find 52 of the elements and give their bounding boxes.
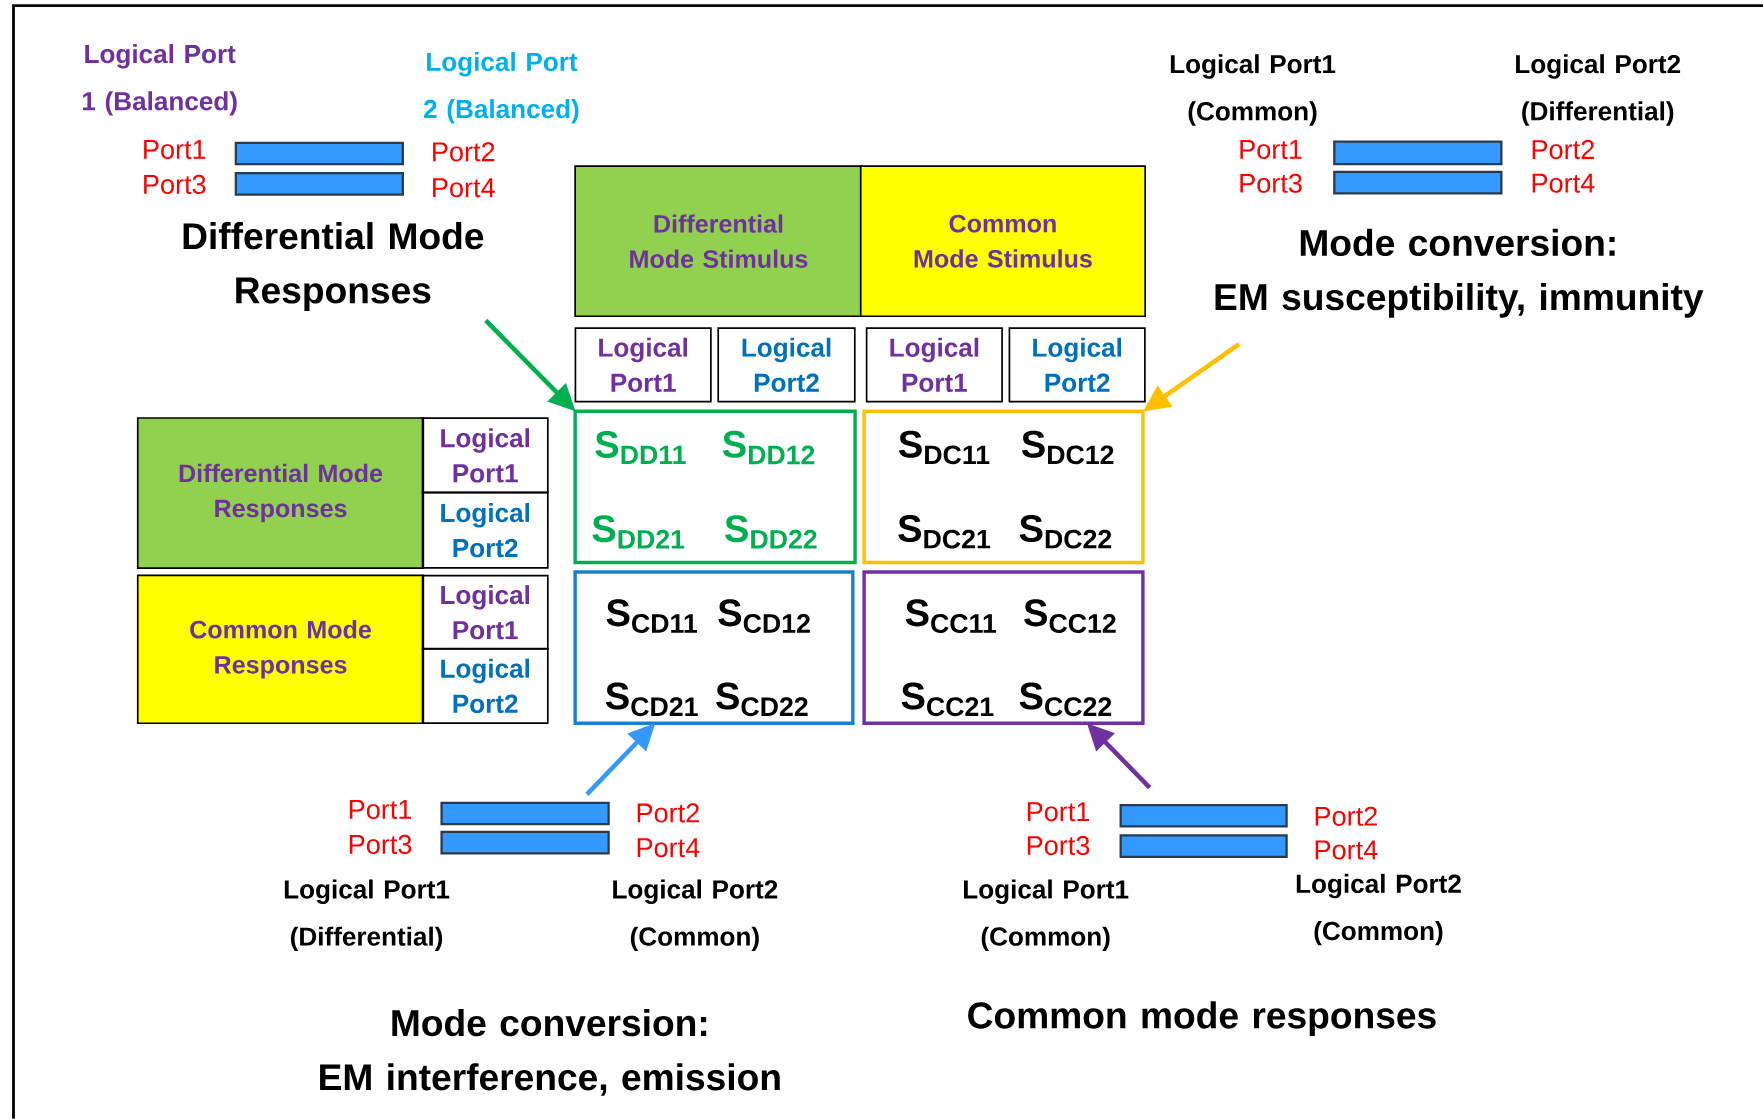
port-label: Port3 xyxy=(1027,836,1090,856)
s-parameter-box: S$_{CD11}$ S$_{CD12}$ S$_{CD21}$ S$_{CD22}$ xyxy=(573,570,855,726)
port-caption: Logical Port 1 (Balanced) xyxy=(83,44,237,116)
port-label: Port3 xyxy=(1240,173,1302,193)
s-parameter-box: S$_{CC11}$ S$_{CC12}$ S$_{CC21}$ S$_{CC22}$ xyxy=(862,570,1145,726)
port-header-cell: Logical Port2 xyxy=(1008,327,1146,403)
port-header-cell: Logical Port2 xyxy=(421,647,549,725)
port-caption: Logical Port1 (Common) xyxy=(1170,54,1336,126)
port-label: Port3 xyxy=(144,174,206,195)
port-header-cell: Logical Port1 xyxy=(574,327,712,403)
port-label: Port2 xyxy=(433,142,495,162)
port-caption: Logical Port2 (Differential) xyxy=(1516,54,1681,126)
s-parameter-box: S$_{DC11}$ S$_{DC12}$ S$_{DC21}$ S$_{DC22}$ xyxy=(862,409,1145,565)
transmission-line-bar xyxy=(234,141,404,166)
port-label: Port2 xyxy=(1315,806,1377,826)
section-heading: Mode conversion: EM interference, emission xyxy=(320,1009,780,1096)
port-header-cell: Logical Port1 xyxy=(421,574,549,650)
transmission-line-bar xyxy=(1333,171,1503,195)
port-label: Port4 xyxy=(433,178,495,198)
transmission-line-bar xyxy=(1119,834,1288,859)
port-label: Port4 xyxy=(637,838,700,858)
port-label: Port2 xyxy=(637,803,699,823)
port-label: Port4 xyxy=(1315,840,1378,860)
transmission-line-bar xyxy=(1333,140,1503,166)
port-header-cell: Logical Port2 xyxy=(421,491,549,569)
mode-header-cell: Differential Mode Stimulus xyxy=(574,165,863,318)
mode-header-cell: Common Mode Stimulus xyxy=(859,165,1146,318)
mode-header-cell: Common Mode Responses xyxy=(136,574,425,725)
port-caption: Logical Port1 (Differential) xyxy=(284,879,450,952)
port-label: Port2 xyxy=(1532,140,1594,160)
section-heading: Differential Mode Responses xyxy=(183,222,484,312)
transmission-line-bar xyxy=(440,831,610,855)
s-parameter-box: S$_{DD11}$ S$_{DD12}$ S$_{DD21}$ S$_{DD22}$ xyxy=(573,409,857,565)
section-heading: Mode conversion: EM susceptibility, immunity xyxy=(1215,228,1704,318)
port-caption: Logical Port2 (Common) xyxy=(1296,873,1461,946)
port-label: Port1 xyxy=(1027,802,1090,822)
port-label: Port1 xyxy=(349,800,412,820)
port-caption: Logical Port1 (Common) xyxy=(964,879,1129,952)
port-label: Port4 xyxy=(1532,173,1595,193)
port-caption: Logical Port2 (Common) xyxy=(613,879,778,952)
transmission-line-bar xyxy=(234,172,404,196)
port-header-cell: Logical Port1 xyxy=(865,327,1003,403)
transmission-line-bar xyxy=(1119,804,1288,828)
port-header-cell: Logical Port1 xyxy=(421,417,549,494)
transmission-line-bar xyxy=(440,801,610,826)
port-label: Port1 xyxy=(144,140,206,160)
section-heading: Common mode responses xyxy=(968,1001,1436,1037)
port-header-cell: Logical Port2 xyxy=(717,327,856,403)
mode-header-cell: Differential Mode Responses xyxy=(136,417,425,570)
port-caption: Logical Port 2 (Balanced) xyxy=(424,52,579,124)
port-label: Port1 xyxy=(1240,140,1302,160)
port-label: Port3 xyxy=(349,834,412,855)
